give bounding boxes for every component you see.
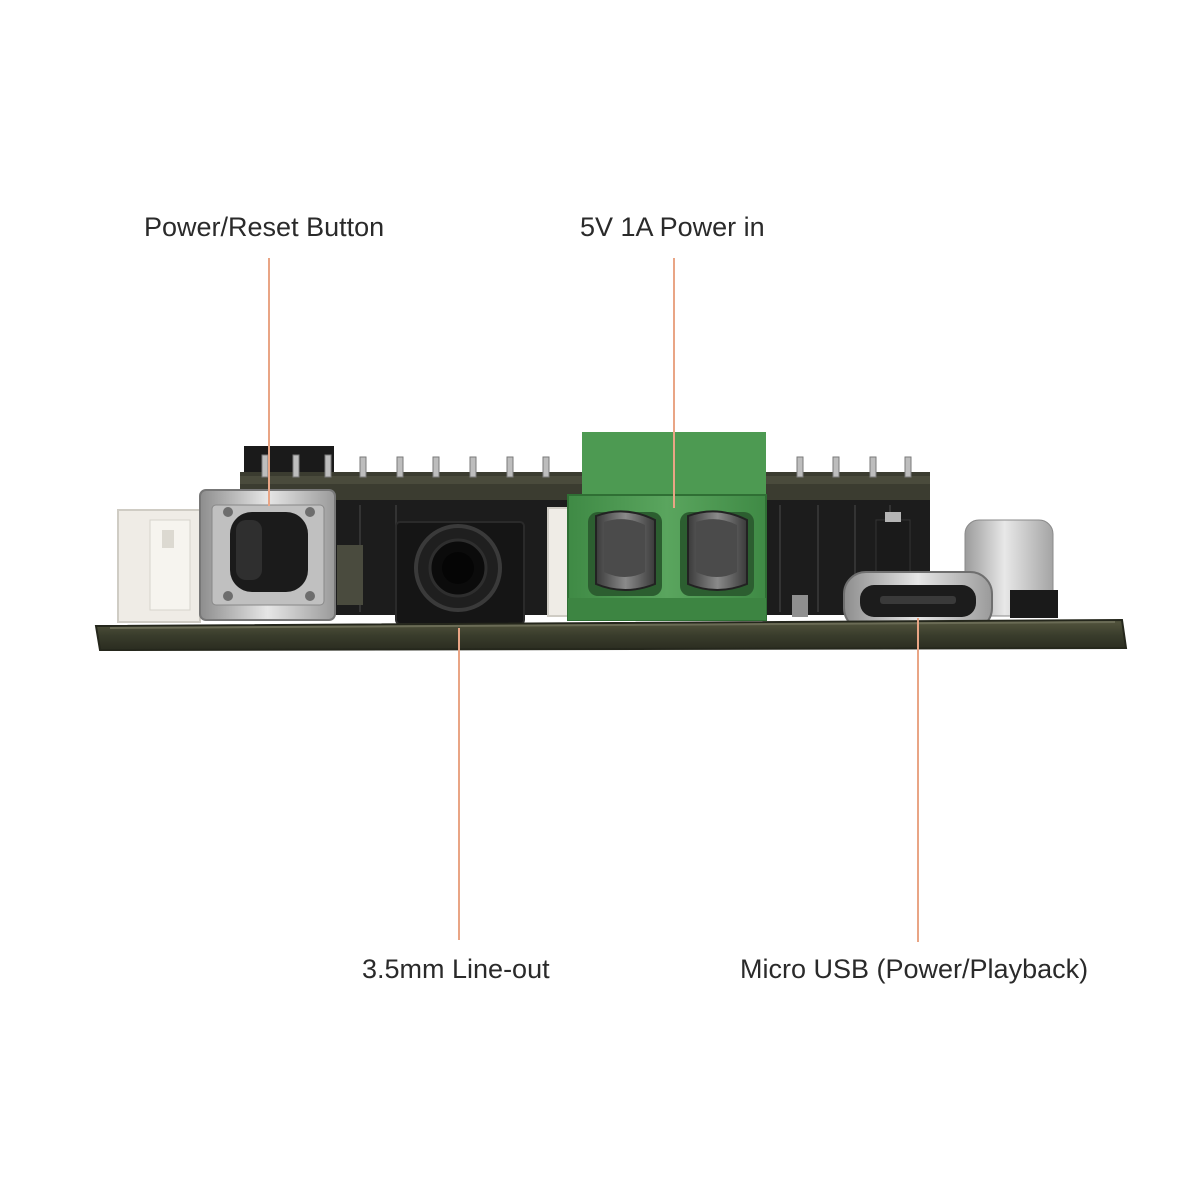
smd-resistor <box>792 595 808 617</box>
smd-component <box>337 545 363 605</box>
micro-usb-port <box>843 571 993 631</box>
leader-line-power-in <box>673 258 675 508</box>
audio-jack <box>395 521 525 625</box>
label-power-reset-button: Power/Reset Button <box>144 212 385 242</box>
leader-line-power-reset <box>268 258 270 506</box>
label-line-out: 3.5mm Line-out <box>362 954 550 984</box>
power-reset-button <box>199 489 336 621</box>
smd-ic <box>875 519 911 577</box>
label-micro-usb: Micro USB (Power/Playback) <box>740 954 1089 984</box>
screw-terminal-block <box>567 432 767 621</box>
label-power-in: 5V 1A Power in <box>580 212 765 242</box>
jst-connector-left <box>117 509 201 623</box>
leader-line-micro-usb <box>917 618 919 942</box>
leader-line-line-out <box>458 628 460 940</box>
